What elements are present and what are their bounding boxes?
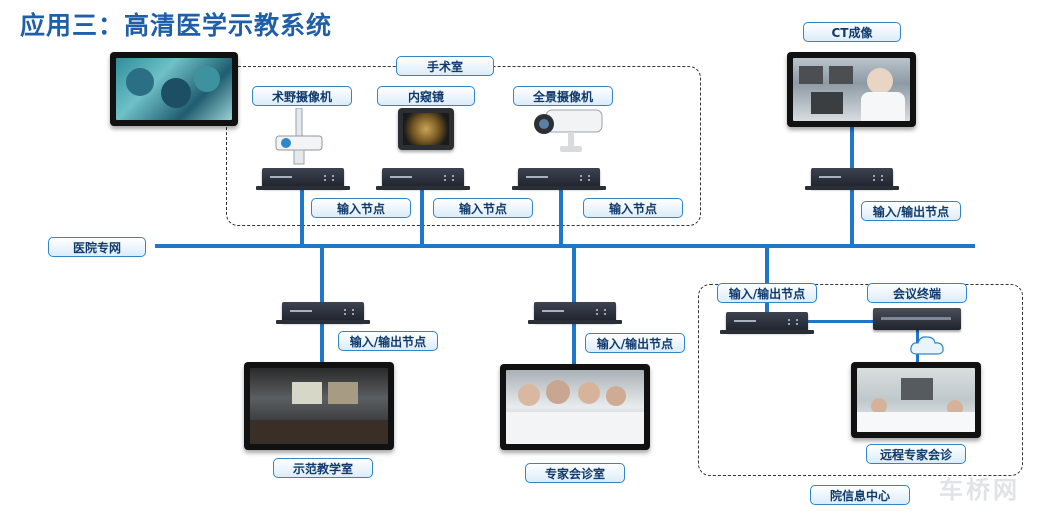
panoramic-camera-icon: [534, 109, 603, 152]
ct-io-node-label: 输入/输出节点: [861, 201, 961, 221]
consultation-io-label: 输入/输出节点: [585, 333, 685, 353]
surgery-screen: [116, 58, 232, 120]
network-label: 医院专网: [48, 237, 146, 257]
classroom-io-label: 输入/输出节点: [338, 331, 438, 351]
watermark: 车桥网: [939, 476, 1020, 504]
info-center-label: 院信息中心: [810, 485, 910, 505]
hospital-network-bus: [155, 244, 975, 248]
consultation-monitor: [500, 364, 650, 450]
remote-consultation-screen: [857, 368, 975, 432]
remote-consultation-label: 远程专家会诊: [866, 444, 966, 464]
consultation-screen: [506, 370, 644, 444]
conference-terminal-device: [873, 308, 961, 330]
ct-io-node: [805, 168, 899, 190]
classroom-io-node: [276, 302, 370, 324]
bus-link-input-3: [559, 186, 563, 246]
field-camera-icon: [275, 108, 323, 165]
consultation-io-node: [528, 302, 622, 324]
field-camera-label: 术野摄像机: [252, 86, 352, 106]
classroom-screen: [250, 368, 388, 444]
ct-screen: [793, 58, 910, 121]
endoscope-label: 内窥镜: [377, 86, 475, 106]
ct-imaging-label: CT成像: [803, 22, 901, 42]
bus-link-input-1: [300, 186, 304, 246]
panoramic-camera-label: 全景摄像机: [513, 86, 613, 106]
endoscope-device: [398, 108, 454, 150]
input-node-3-label: 输入节点: [583, 198, 683, 218]
classroom-label: 示范教学室: [273, 458, 373, 478]
page-title: 应用三：高清医学示教系统: [20, 11, 333, 40]
input-node-1: [256, 168, 350, 190]
operating-room-label: 手术室: [396, 56, 494, 76]
consultation-label: 专家会诊室: [525, 463, 625, 483]
cloud-icon: [910, 336, 944, 355]
info-center-region: [698, 284, 1023, 476]
ct-monitor: [787, 52, 916, 127]
remote-io-label: 输入/输出节点: [717, 283, 817, 303]
classroom-monitor: [244, 362, 394, 450]
input-node-2: [376, 168, 470, 190]
link-to-conference: [805, 320, 873, 323]
conference-terminal-label: 会议终端: [867, 283, 967, 303]
remote-io-node: [720, 312, 814, 334]
surgery-monitor: [110, 52, 238, 126]
input-node-1-label: 输入节点: [311, 198, 411, 218]
bus-link-remote: [765, 246, 769, 314]
bus-link-input-2: [420, 186, 424, 246]
remote-consultation-monitor: [851, 362, 981, 438]
input-node-2-label: 输入节点: [433, 198, 533, 218]
input-node-3: [512, 168, 606, 190]
